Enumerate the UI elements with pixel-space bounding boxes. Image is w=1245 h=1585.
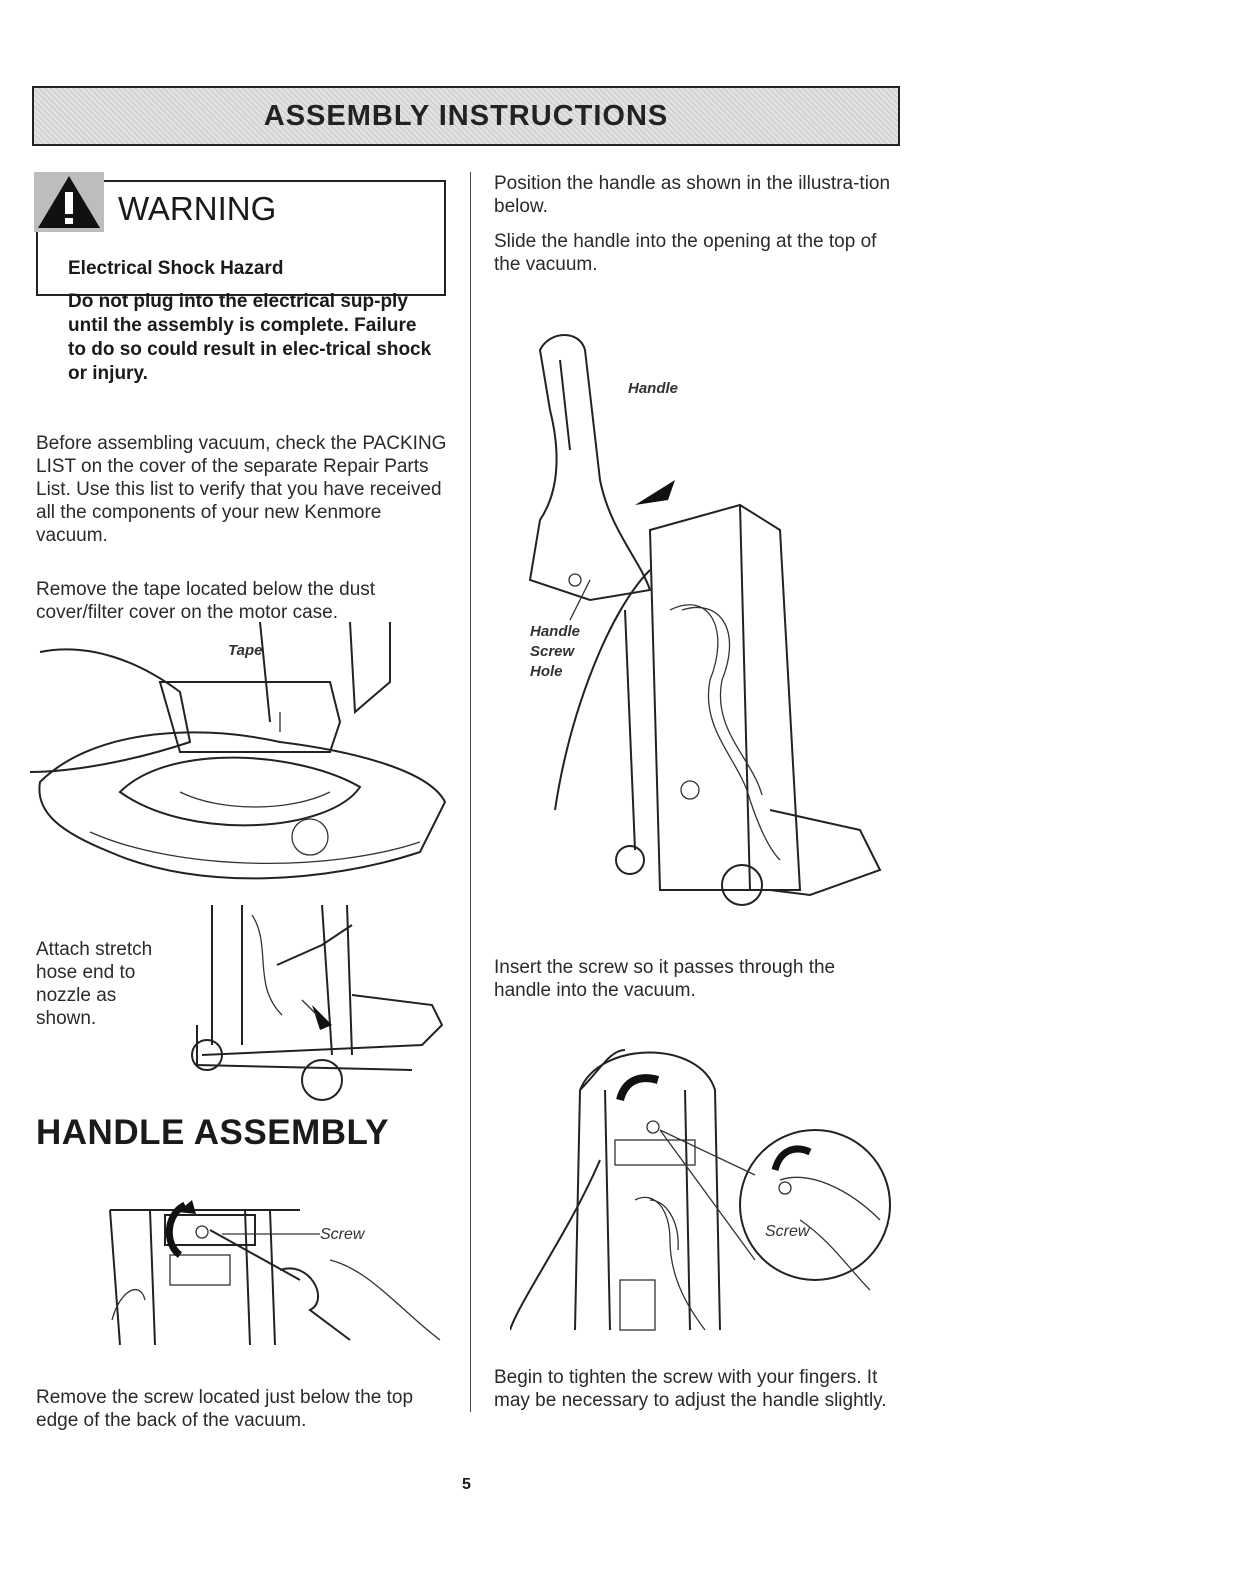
remove-screw-paragraph: Remove the screw located just below the … <box>36 1387 414 1431</box>
tighten-screw-paragraph: Begin to tighten the screw with your fin… <box>494 1367 887 1411</box>
column-divider <box>470 172 471 1412</box>
handle-screw-hole-label: Handle Screw Hole <box>530 623 581 680</box>
packing-list-paragraph: Before assembling vacuum, check the PACK… <box>36 433 447 546</box>
handle-assembly-heading: HANDLE ASSEMBLY <box>36 1113 390 1152</box>
nozzle-tape-illustration <box>30 622 447 880</box>
remove-tape-paragraph: Remove the tape located below the dust c… <box>36 579 376 623</box>
attach-hose-illustration <box>191 905 444 1101</box>
vacuum-handle-illustration <box>528 334 882 906</box>
tighten-screw-illustration <box>510 1049 891 1331</box>
page-number: 5 <box>462 1476 471 1493</box>
insert-screw-paragraph: Insert the screw so it passes through th… <box>494 957 836 1001</box>
position-handle-paragraph: Position the handle as shown in the illu… <box>494 173 891 217</box>
section-header: ASSEMBLY INSTRUCTIONS <box>32 86 900 146</box>
warning-triangle-icon <box>34 172 104 232</box>
warning-subtitle: Electrical Shock Hazard <box>68 258 284 279</box>
remove-screw-illustration <box>109 1200 441 1346</box>
warning-box <box>36 180 446 296</box>
section-title: ASSEMBLY INSTRUCTIONS <box>263 99 669 132</box>
slide-handle-paragraph: Slide the handle into the opening at the… <box>494 231 877 275</box>
screw-label-left: Screw <box>320 1226 365 1243</box>
warning-title: WARNING <box>118 190 277 227</box>
tape-label: Tape <box>228 642 263 659</box>
screw-label-right: Screw <box>765 1223 810 1240</box>
warning-body: Do not plug into the electrical sup-ply … <box>68 291 432 384</box>
handle-label: Handle <box>628 380 679 397</box>
attach-hose-paragraph: Attach stretch hose end to nozzle as sho… <box>36 939 153 1029</box>
